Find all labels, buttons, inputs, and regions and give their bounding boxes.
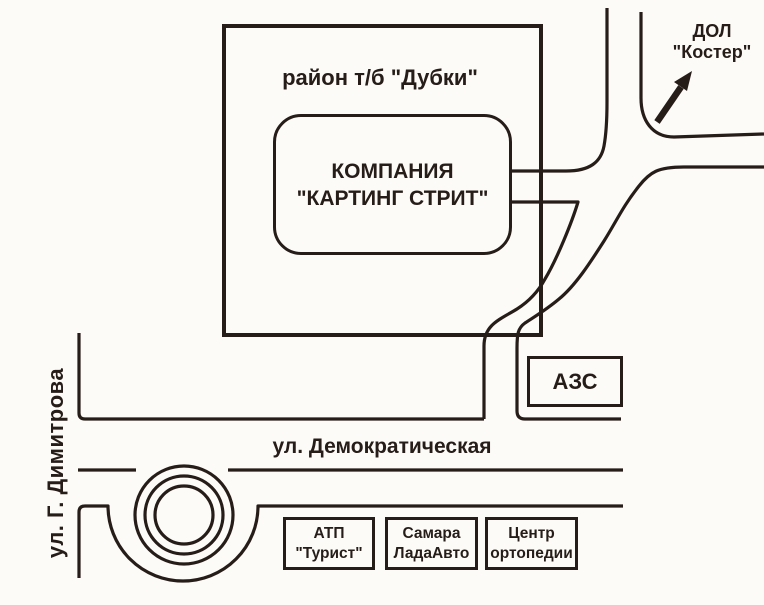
- road-northeast-lower-and-access-east-line: [515, 165, 764, 421]
- gas-station-box: АЗС: [527, 356, 623, 407]
- poi-samara-line2: ЛадаАвто: [393, 544, 470, 562]
- direction-arrow-icon: [654, 71, 692, 124]
- region-rect: [222, 24, 543, 337]
- poi-samara-line1: Самара: [402, 524, 461, 542]
- street-label-dimitrova: ул. Г. Димитрова: [43, 367, 68, 559]
- road-access-north-line: [512, 8, 609, 173]
- roundabout-middle-circle: [143, 474, 225, 556]
- region-label: район т/б "Дубки": [282, 65, 478, 90]
- company-name-line2: "КАРТИНГ СТРИТ": [296, 186, 489, 210]
- street-label-demokraticheskaya: ул. Демократическая: [272, 435, 492, 458]
- poi-centr-line1: Центр: [508, 524, 555, 542]
- arrow-shaft: [654, 85, 684, 124]
- poi-centr-line2: ортопедии: [490, 544, 573, 562]
- poi-box-atp-turist: АТП "Турист": [283, 517, 375, 570]
- camp-label: ДОЛ "Костер": [673, 21, 752, 63]
- poi-atp-line2: "Турист": [295, 544, 363, 562]
- roundabout-outer-circle: [133, 464, 235, 566]
- road-northeast-upper-line: [639, 12, 764, 139]
- poi-box-centr-ortopedii: Центр ортопедии: [485, 517, 578, 570]
- street-demokraticheskaya-south-line-with-bypass: [77, 504, 623, 583]
- street-dimitrova-and-demokraticheskaya-north-line: [77, 333, 484, 421]
- roundabout-inner-circle: [153, 484, 215, 546]
- camp-label-line1: ДОЛ: [692, 21, 732, 41]
- poi-atp-line1: АТП: [313, 524, 345, 542]
- arrow-head: [674, 71, 692, 91]
- road-access-west-line: [482, 200, 580, 419]
- poi-box-samara-ladaavto: Самара ЛадаАвто: [385, 517, 478, 570]
- company-name-line1: КОМПАНИЯ: [331, 159, 454, 183]
- company-box: КОМПАНИЯ "КАРТИНГ СТРИТ": [273, 114, 512, 255]
- camp-label-line2: "Костер": [672, 42, 752, 62]
- gas-station-label: АЗС: [552, 368, 598, 394]
